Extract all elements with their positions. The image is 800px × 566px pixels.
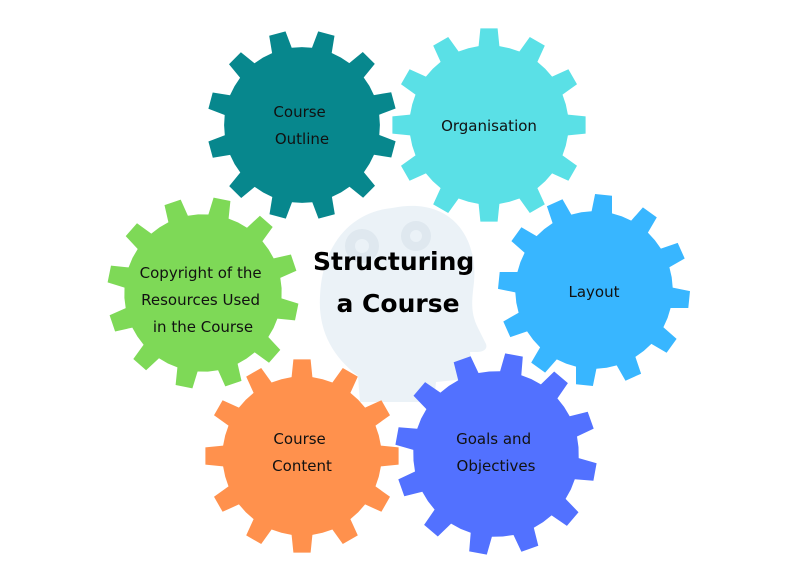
svg-text:Course Outline: Course Outline	[273, 103, 330, 148]
svg-text:Copyright of the Resourc: Copyright of the Resources Used in the C…	[140, 264, 267, 336]
gear-copyright-line-2: Resources Used	[141, 291, 260, 309]
gear-course-outline: Course Outline	[208, 31, 396, 219]
gear-course-outline-shape	[208, 31, 396, 219]
svg-text:Course Content: Course Content	[272, 430, 332, 475]
gear-course-content: Course Content	[205, 359, 399, 553]
gear-layout: Layout	[498, 194, 690, 386]
gear-course-content-line-1: Course	[273, 430, 325, 448]
svg-text:Goals and Objectives: Goals and Objectives	[456, 430, 536, 475]
svg-text:Layout: Layout	[569, 283, 620, 301]
gear-copyright-shape	[107, 197, 299, 389]
gear-course-content-line-2: Content	[272, 457, 332, 475]
diagram-title: Structuring a Course	[313, 247, 483, 318]
gear-organisation-shape	[392, 28, 586, 222]
head-with-gears-icon	[319, 205, 487, 402]
gear-layout-shape	[498, 194, 690, 386]
gear-goals-shape	[395, 353, 597, 555]
svg-text:Organisation: Organisation	[441, 117, 537, 135]
gear-copyright-line-3: in the Course	[153, 318, 253, 336]
gear-course-outline-line-2: Outline	[275, 130, 329, 148]
gear-organisation: Organisation	[392, 28, 586, 222]
gear-copyright: Copyright of the Resources Used in the C…	[107, 197, 299, 389]
diagram-title-line-1: Structuring	[313, 247, 474, 276]
gear-organisation-line-1: Organisation	[441, 117, 537, 135]
gear-course-content-shape	[205, 359, 399, 553]
gear-copyright-line-1: Copyright of the	[140, 264, 262, 282]
gear-course-outline-line-1: Course	[273, 103, 325, 121]
gear-goals-line-1: Goals and	[456, 430, 531, 448]
gear-layout-line-1: Layout	[569, 283, 620, 301]
diagram-title-line-2: a Course	[336, 289, 459, 318]
gear-goals: Goals and Objectives	[395, 353, 597, 555]
gear-goals-line-2: Objectives	[457, 457, 536, 475]
